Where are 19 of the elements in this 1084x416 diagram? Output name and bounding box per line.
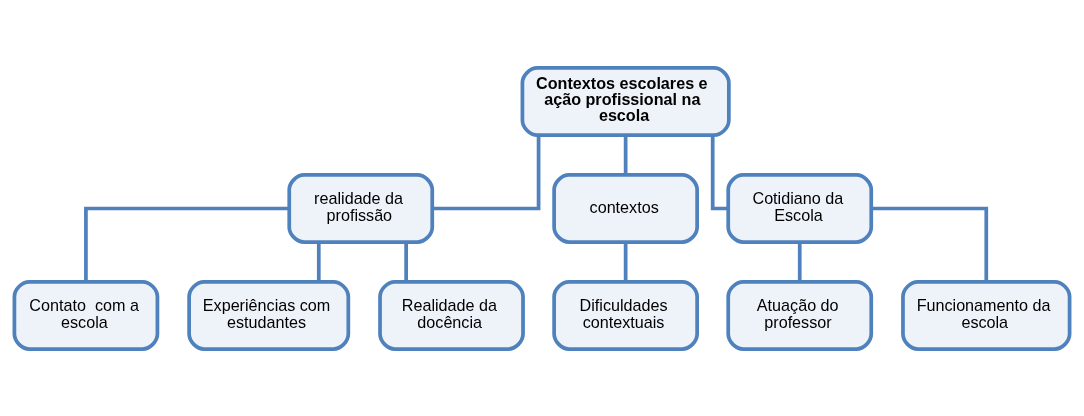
connector xyxy=(404,241,408,282)
node-box: realidade da profissão xyxy=(287,172,435,244)
node-box: contextos xyxy=(552,172,699,244)
node-box: Realidade da docência xyxy=(378,279,525,351)
connector xyxy=(84,206,289,282)
node-box: Funcionamento da escola xyxy=(901,279,1072,351)
connector xyxy=(432,134,541,210)
node-box: Contextos escolares e ação profissional na escola xyxy=(520,65,731,137)
node-box: Cotidiano da Escola xyxy=(726,172,874,244)
connector xyxy=(871,206,989,282)
connector xyxy=(623,241,628,282)
node-box: Atuação do professor xyxy=(726,279,874,351)
connector xyxy=(623,134,628,175)
node-box: Dificuldades contextuais xyxy=(552,279,699,351)
connector xyxy=(316,241,321,282)
node-box: Experiências com estudantes xyxy=(187,279,351,351)
connector xyxy=(797,241,802,282)
node-box: Contato com a escola xyxy=(12,279,160,351)
connector xyxy=(710,134,728,210)
